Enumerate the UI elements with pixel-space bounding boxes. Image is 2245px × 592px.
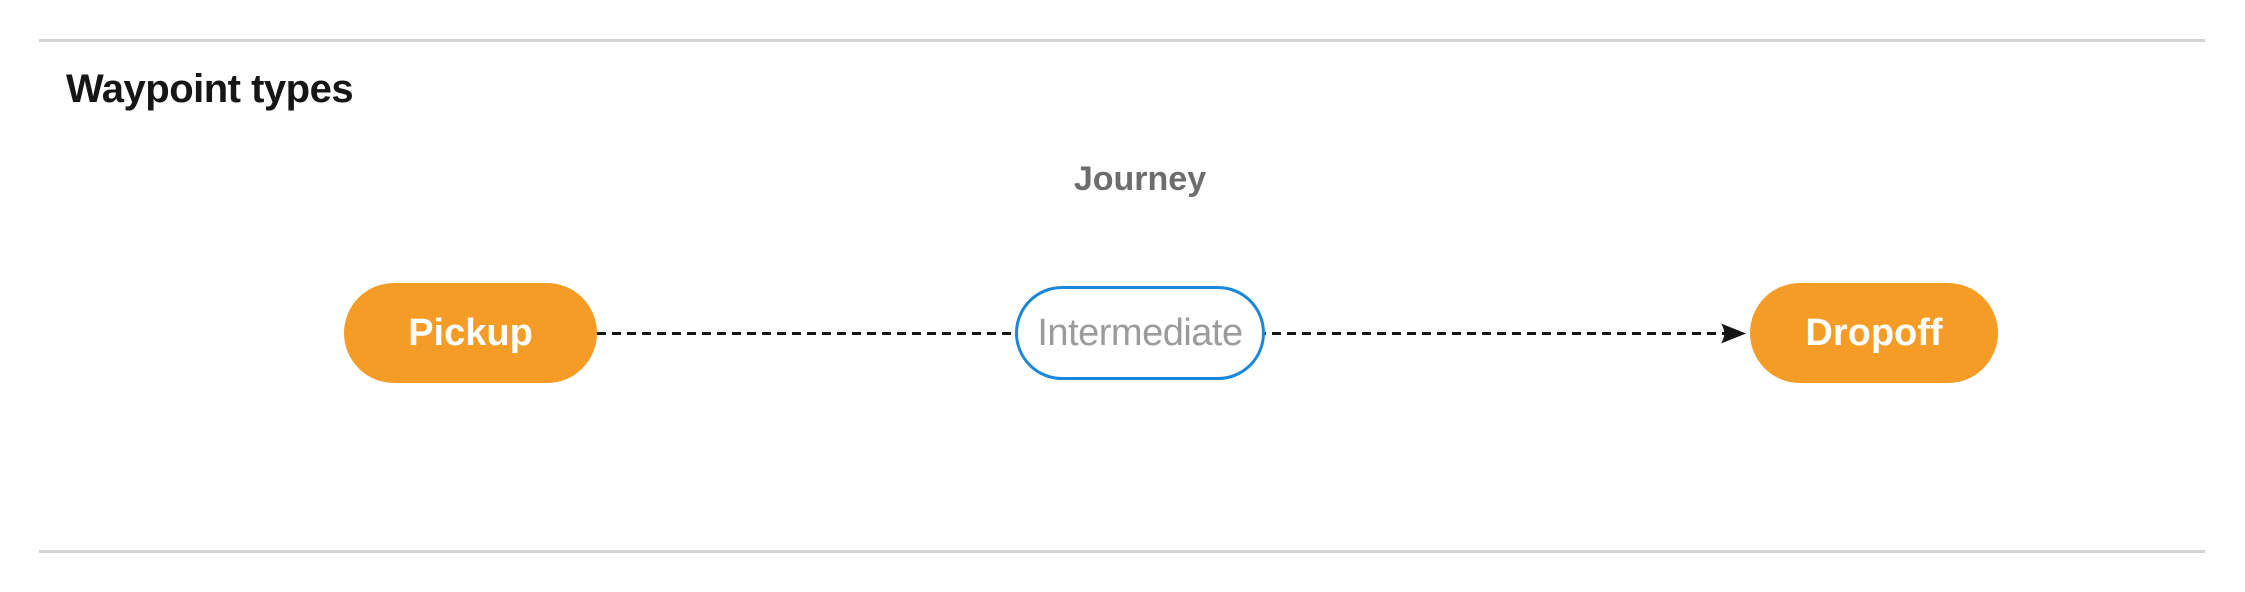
node-pickup-label: Pickup xyxy=(408,311,533,354)
node-intermediate-label: Intermediate xyxy=(1037,311,1243,354)
node-intermediate: Intermediate xyxy=(1015,286,1265,380)
top-divider xyxy=(39,39,2205,42)
node-dropoff: Dropoff xyxy=(1750,283,1998,383)
bottom-divider xyxy=(39,550,2205,553)
node-pickup: Pickup xyxy=(344,283,597,383)
journey-label: Journey xyxy=(1073,160,1207,198)
page-title: Waypoint types xyxy=(66,67,354,111)
arrowhead-icon xyxy=(1721,323,1746,344)
node-dropoff-label: Dropoff xyxy=(1805,311,1943,354)
